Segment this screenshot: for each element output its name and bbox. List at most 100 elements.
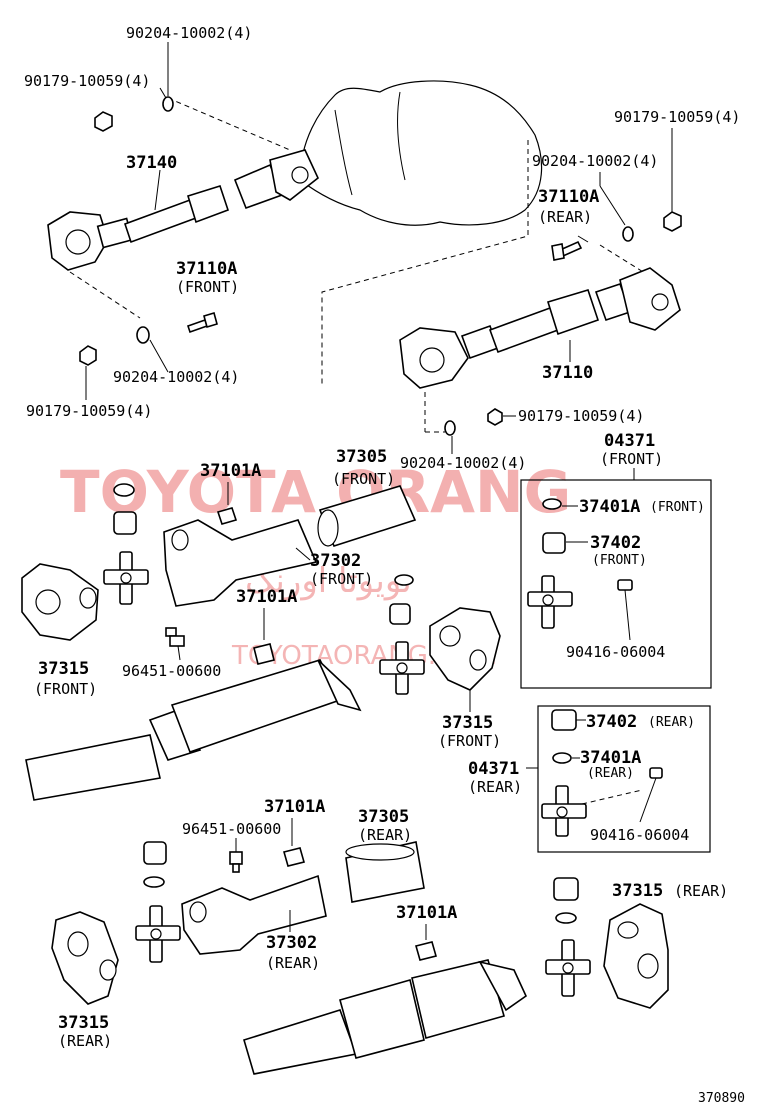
snap-ring-37401A-front [542, 498, 562, 510]
grease-fitting-90416-front [617, 579, 633, 641]
label-37315-rear-right: 37315 [612, 881, 663, 901]
label-37305-rear: 37305 [358, 807, 409, 827]
leader-90204-right-b [599, 185, 626, 226]
label-04371-front-sub: (FRONT) [600, 450, 663, 468]
snap-ring-rear-2 [555, 912, 577, 924]
label-37315-front-left-sub: (FRONT) [34, 680, 97, 698]
leader-dash-left [69, 271, 141, 319]
bearing-cap-rear-2 [553, 877, 579, 901]
washer-90204-top [162, 96, 174, 112]
sleeve-yoke-37302-front [163, 519, 318, 607]
propeller-shaft-37140 [47, 149, 319, 271]
label-37305-front-sub: (FRONT) [332, 470, 395, 488]
label-90204-left: 90204-10002(4) [113, 368, 239, 386]
label-37110A-front: 37110A [176, 259, 237, 279]
kit-box-front [520, 479, 712, 689]
label-37401A-rear: 37401A [580, 748, 641, 768]
boot-37305-front [317, 485, 417, 547]
leader-37140 [154, 169, 161, 211]
label-90179-left: 90179-10059(4) [26, 402, 152, 420]
label-04371-rear: 04371 [468, 759, 519, 779]
grease-fitting-90416-rear [639, 767, 663, 823]
bearing-37402-front [542, 532, 566, 554]
nut-90179-right [663, 211, 682, 232]
leader-37110A-rear [577, 235, 589, 243]
washer-90204-left [136, 326, 150, 344]
label-37401A-front: 37401A [579, 497, 640, 517]
bearing-cap-front-1 [113, 511, 137, 535]
label-37402-front-sub: (FRONT) [592, 553, 647, 568]
label-37315-rear-left-sub: (REAR) [58, 1032, 112, 1050]
label-37302-rear-sub: (REAR) [266, 954, 320, 972]
clip-37101A-4 [415, 941, 437, 961]
label-96451-front: 96451-00600 [122, 662, 221, 680]
clip-37101A-1 [216, 507, 238, 525]
label-37305-rear-sub: (REAR) [358, 826, 412, 844]
leader-90179-top [159, 87, 167, 99]
nut-90179-top [94, 111, 113, 132]
washer-90204-mid [444, 420, 456, 436]
dash-frame-37110 [321, 140, 529, 385]
label-37110A-rear-sub: (REAR) [538, 208, 592, 226]
label-04371-rear-sub: (REAR) [468, 778, 522, 796]
propeller-shaft-37110 [399, 267, 681, 389]
snap-ring-front-2 [394, 574, 414, 586]
label-37402-rear: 37402 [586, 712, 637, 732]
bolt-37110A-front [186, 311, 218, 334]
flange-yoke-37315-rear-right [603, 903, 669, 1009]
label-37315-front-right-sub: (FRONT) [438, 732, 501, 750]
spider-rear-1 [135, 905, 181, 963]
washer-90204-right [622, 226, 634, 242]
clip-37101A-3 [283, 847, 305, 867]
kit-box-rear [537, 705, 711, 853]
flange-yoke-37315-front-right [429, 607, 501, 691]
bearing-cap-rear-1 [143, 841, 167, 865]
label-90204-mid: 90204-10002(4) [400, 454, 526, 472]
spider-front-1 [103, 551, 149, 605]
boot-37305-rear [345, 841, 425, 903]
leader-90204-left [149, 339, 169, 373]
bearing-37402-rear [551, 709, 577, 731]
flange-yoke-37315-front-left [21, 563, 99, 641]
label-37110A-rear: 37110A [538, 187, 599, 207]
snap-ring-rear-1 [143, 876, 165, 888]
label-37302-front-sub: (FRONT) [310, 570, 373, 588]
label-37402-front: 37402 [590, 533, 641, 553]
label-90179-mid: 90179-10059(4) [518, 407, 644, 425]
leader-96451-front [177, 645, 181, 661]
label-37101A-1: 37101A [200, 461, 261, 481]
label-37315-front-left: 37315 [38, 659, 89, 679]
clip-37101A-2 [253, 643, 275, 665]
label-37110A-front-sub: (FRONT) [176, 278, 239, 296]
label-90204-right: 90204-10002(4) [532, 152, 658, 170]
dash-37110-right [599, 244, 649, 276]
transmission-housing [299, 80, 543, 226]
bearing-cap-front-2 [389, 603, 411, 625]
label-96451-rear: 96451-00600 [182, 820, 281, 838]
label-37402-rear-sub: (REAR) [648, 715, 695, 730]
spider-front-2 [379, 641, 425, 695]
watermark-latin: TOYOTA ORANG [60, 458, 571, 526]
snap-ring-37401A-rear [552, 752, 572, 764]
label-37110: 37110 [542, 363, 593, 383]
label-90179-right: 90179-10059(4) [614, 108, 740, 126]
label-37101A-3: 37101A [264, 797, 325, 817]
label-37401A-rear-sub: (REAR) [587, 766, 634, 781]
label-37401A-front-sub: (FRONT) [650, 500, 705, 515]
grease-fitting-96451-front [165, 627, 185, 647]
label-37101A-4: 37101A [396, 903, 457, 923]
leader-dash-top [167, 97, 291, 151]
slip-yoke-shaft-rear [243, 959, 528, 1075]
snap-ring-front-1 [113, 483, 135, 497]
dash-90416-rear [581, 789, 643, 805]
diagram-code: 370890 [698, 1091, 745, 1106]
nut-90179-mid [487, 408, 503, 426]
label-37315-front-right: 37315 [442, 713, 493, 733]
label-90179-top: 90179-10059(4) [24, 72, 150, 90]
label-90416-rear: 90416-06004 [590, 826, 689, 844]
label-37315-rear-left: 37315 [58, 1013, 109, 1033]
sleeve-yoke-37302-rear [181, 874, 327, 955]
label-37302-front: 37302 [310, 551, 361, 571]
spider-front-kit [527, 575, 573, 629]
